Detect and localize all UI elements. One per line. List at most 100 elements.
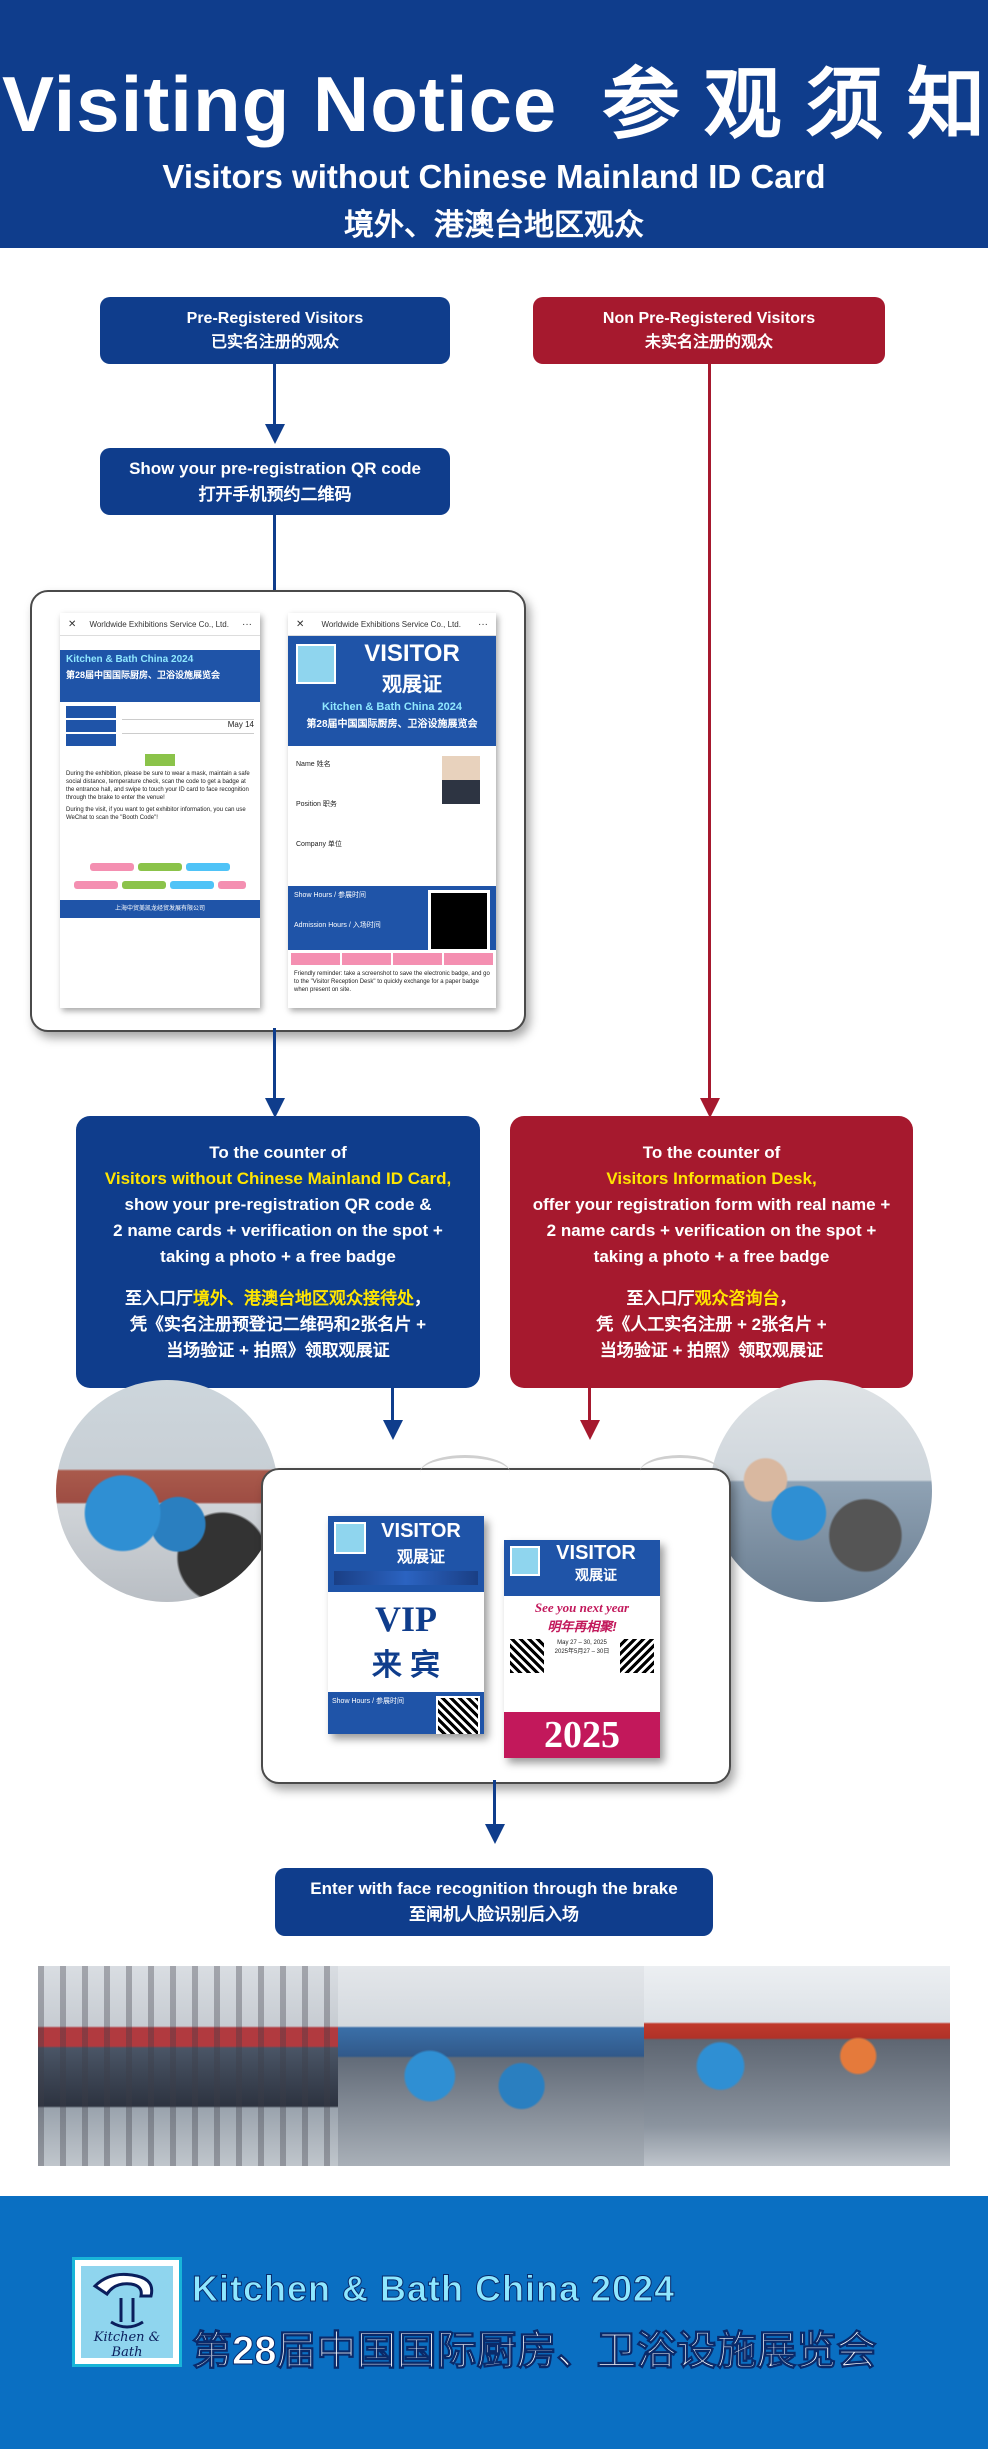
banner-strip (334, 1571, 478, 1585)
counter-photo-right (710, 1380, 932, 1602)
badge-title: VISITOR (364, 640, 460, 667)
connector-line (588, 1388, 591, 1424)
logo-mini (510, 1546, 540, 1576)
left-counter-en-1: To the counter of (209, 1143, 347, 1162)
non-pre-registered-en: Non Pre-Registered Visitors (602, 309, 816, 327)
qr-code-icon (509, 1639, 544, 1673)
final-step-cn: 至闸机人脸识别后入场 (409, 1905, 579, 1924)
right-counter-cn-1-post: ， (779, 1289, 797, 1308)
green-button (145, 754, 175, 766)
right-counter-en-5: taking a photo + a free badge (593, 1247, 830, 1266)
vip-badge-title: VISITOR (381, 1520, 461, 1542)
qr-step-cn: 打开手机预约二维码 (198, 484, 352, 504)
right-counter-en-1: To the counter of (642, 1143, 781, 1162)
company-label: Company 单位 (296, 841, 342, 848)
more-icon: ··· (477, 618, 488, 630)
final-step-box: Enter with face recognition through the … (275, 1868, 713, 1936)
banner-en: Kitchen & Bath China 2024 (66, 654, 194, 665)
subtitle-cn: 境外、港澳台地区观众 (344, 209, 644, 242)
logo-text: Kitchen & Bath (93, 2330, 161, 2360)
close-icon: ✕ (68, 618, 77, 630)
badge-header: VISITOR 观展证 Kitchen & Bath China 2024 第2… (288, 636, 496, 746)
tag-grid (60, 856, 260, 900)
right-counter-cn-3: 当场验证 + 拍照》领取观展证 (599, 1341, 824, 1360)
right-counter-cn-1-pre: 至入口厅 (626, 1289, 695, 1308)
badge-2025-title-cn: 观展证 (575, 1567, 617, 1583)
left-counter-box: To the counter of Visitors without Chine… (76, 1116, 480, 1388)
non-pre-registered-box: Non Pre-Registered Visitors 未实名注册的观众 (533, 297, 885, 364)
right-counter-en-3: offer your registration form with real n… (532, 1195, 891, 1214)
badge-2025: VISITOR 观展证 See you next year 明年再相聚! May… (504, 1540, 660, 1758)
header-banner (0, 0, 988, 248)
hours-section: Show Hours / 参展时间 Admission Hours / 入场时间 (288, 886, 496, 952)
connector-line (273, 1028, 276, 1106)
qr-step-box: Show your pre-registration QR code 打开手机预… (100, 448, 450, 515)
left-counter-en-5: taking a photo + a free badge (160, 1247, 396, 1266)
connector-line (273, 364, 276, 426)
connector-line (391, 1388, 394, 1424)
phone-topbar: ✕ Worldwide Exhibitions Service Co., Ltd… (288, 613, 496, 636)
arrow-down-icon (580, 1420, 600, 1440)
admission-hours-label: Admission Hours / 入场时间 (294, 922, 381, 929)
note-text: During the visit, if you want to get exh… (66, 807, 246, 821)
counter-photo-left (56, 1380, 278, 1602)
vip-badge-title-cn: 观展证 (396, 1549, 445, 1566)
badge-2025-title: VISITOR (556, 1542, 636, 1564)
vip-label: VIP (375, 1599, 437, 1639)
vip-badge: VISITOR 观展证 VIP 来 宾 Show Hours / 参展时间 (328, 1516, 484, 1734)
name-label: Name 姓名 (296, 761, 331, 768)
arrow-down-icon (485, 1824, 505, 1844)
qr-code-icon (620, 1639, 655, 1673)
decorative-swoosh (420, 1455, 510, 1490)
right-counter-cn-1-hl: 观众咨询台 (694, 1289, 780, 1308)
connector-line (273, 515, 276, 591)
phone-screen-badge: ✕ Worldwide Exhibitions Service Co., Ltd… (288, 613, 496, 1008)
dates-cn: 2025年5月27 – 30日 (554, 1649, 610, 1655)
left-counter-en-4: 2 name cards + verification on the spot … (113, 1221, 443, 1240)
qr-code-icon (436, 1696, 480, 1734)
left-counter-cn-3: 当场验证 + 拍照》领取观展证 (166, 1341, 390, 1360)
decorative-swoosh (640, 1455, 720, 1488)
vip-label-cn: 来 宾 (371, 1649, 441, 1682)
vip-show-hours: Show Hours / 参展时间 (332, 1698, 404, 1705)
footer-title-cn: 第28届中国国际厨房、卫浴设施展览会 (192, 2329, 877, 2374)
phone-banner: Kitchen & Bath China 2024 第28届中国国际厨房、卫浴设… (60, 650, 260, 702)
banner-cn: 第28届中国国际厨房、卫浴设施展览会 (306, 719, 478, 730)
pre-registered-box: Pre-Registered Visitors 已实名注册的观众 (100, 297, 450, 364)
footer-title-en: Kitchen & Bath China 2024 (191, 2268, 676, 2310)
phone-header-text: Worldwide Exhibitions Service Co., Ltd. (321, 619, 461, 629)
close-icon: ✕ (296, 618, 305, 630)
avatar (442, 756, 480, 804)
banner-cn: 第28届中国国际厨房、卫浴设施展览会 (66, 670, 221, 680)
left-counter-cn-1-hl: 境外、港澳台地区观众接待处 (193, 1289, 414, 1308)
page-title: Visiting Notice 参 观 须 知 (0, 42, 988, 154)
field-labels (66, 706, 116, 746)
see-you-text-cn: 明年再相聚! (547, 1619, 617, 1634)
pre-registered-en: Pre-Registered Visitors (186, 309, 364, 327)
instructions-text: During the exhibition, please be sure to… (66, 771, 250, 801)
date-value: May 14 (122, 720, 254, 734)
right-counter-cn-2: 凭《人工实名注册 + 2张名片 + (596, 1315, 827, 1334)
banner-en: Kitchen & Bath China 2024 (322, 701, 462, 713)
faucet-icon (81, 2266, 173, 2358)
right-counter-en-4: 2 name cards + verification on the spot … (546, 1221, 877, 1240)
show-hours-label: Show Hours / 参展时间 (294, 892, 366, 899)
subtitle-en: Visitors without Chinese Mainland ID Car… (162, 158, 826, 195)
see-you-text: See you next year (534, 1600, 630, 1615)
left-counter-cn-1-post: ， (414, 1289, 431, 1308)
phone-topbar: ✕ Worldwide Exhibitions Service Co., Ltd… (60, 613, 260, 636)
phone-footer: 上海中贸美凯龙经贸发展有限公司 (60, 900, 260, 918)
non-pre-registered-cn: 未实名注册的观众 (644, 333, 773, 351)
arrow-down-icon (265, 424, 285, 444)
left-counter-cn-2: 凭《实名注册预登记二维码和2张名片 + (129, 1315, 427, 1334)
position-label: Position 职务 (296, 801, 337, 808)
connector-line (708, 364, 711, 1100)
qr-code-icon (428, 890, 490, 952)
final-step-en: Enter with face recognition through the … (310, 1879, 678, 1898)
color-tabs (288, 950, 496, 968)
connector-line (493, 1780, 496, 1828)
badge-title-cn: 观展证 (382, 674, 442, 696)
dates-en: May 27 – 30, 2025 (557, 1640, 607, 1646)
right-counter-en-2: Visitors Information Desk, (606, 1169, 817, 1188)
entrance-photo-middle (338, 1966, 644, 2166)
